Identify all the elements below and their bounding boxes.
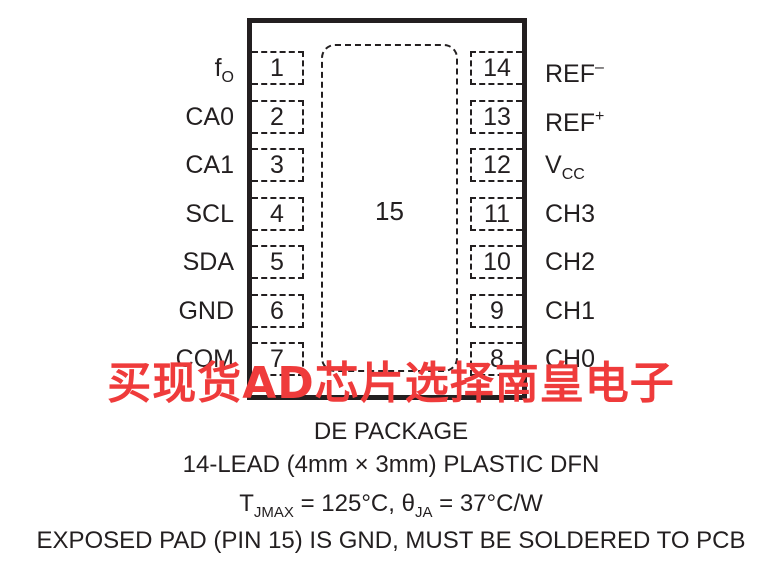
- signal-name: REF: [545, 60, 595, 88]
- pin-1-signal: fO: [215, 53, 234, 93]
- exposed-pad-note: EXPOSED PAD (PIN 15) IS GND, MUST BE SOL…: [36, 527, 746, 554]
- pin-8-pad: 8: [470, 342, 522, 376]
- pin-number: 1: [270, 54, 284, 82]
- pin-number: 4: [270, 199, 284, 228]
- pin-12-pad: 12: [470, 148, 522, 182]
- pin-number: 13: [483, 102, 511, 131]
- pin-13-pad: 13: [470, 99, 522, 134]
- pin-6-pad: 6: [252, 293, 304, 328]
- signal-name: CH0: [545, 345, 596, 373]
- signal-name: SCL: [185, 199, 234, 228]
- exposed-pad-number: 15: [375, 196, 404, 226]
- signal-name: COM: [175, 345, 234, 373]
- signal-name: CA1: [185, 151, 234, 179]
- pin-number: 2: [270, 102, 284, 131]
- theta-subscript: JA: [414, 504, 433, 521]
- pin-4-signal: SCL: [185, 199, 234, 229]
- pin-9-pad: 9: [470, 293, 522, 328]
- pin-8-signal: CH0: [545, 344, 595, 374]
- pin-number: 3: [270, 151, 284, 179]
- theta-value: = 37°C/W: [432, 490, 543, 517]
- signal-superscript: –: [595, 59, 604, 76]
- signal-subscript: CC: [561, 166, 585, 183]
- pin-number: 7: [270, 345, 284, 373]
- pin-number: 10: [483, 248, 511, 276]
- pin-1-pad: 1: [252, 51, 304, 85]
- pin-12-signal: VCC: [545, 150, 585, 190]
- pin-number: 12: [483, 151, 511, 179]
- signal-subscript: O: [221, 69, 234, 86]
- pin-5-pad: 5: [252, 245, 304, 279]
- pin-number: 5: [270, 248, 284, 276]
- pin-7-pad: 7: [252, 342, 304, 376]
- pin-3-pad: 3: [252, 148, 304, 182]
- pin-5-signal: SDA: [183, 247, 234, 277]
- pin-10-signal: CH2: [545, 247, 595, 277]
- package-description: 14-LEAD (4mm × 3mm) PLASTIC DFN: [182, 451, 600, 478]
- tj-value: = 125°C,: [293, 490, 402, 517]
- pin-14-pad: 14: [470, 51, 522, 85]
- tj-subscript: JMAX: [253, 504, 294, 521]
- pin-7-signal: COM: [176, 344, 234, 374]
- pin-number: 14: [483, 54, 511, 82]
- signal-name: CA0: [185, 102, 234, 131]
- pin-number: 11: [484, 199, 510, 228]
- pin-2-pad: 2: [252, 99, 304, 134]
- exposed-pad: [321, 44, 458, 372]
- package-name: DE PACKAGE: [313, 418, 469, 445]
- pin-2-signal: CA0: [185, 102, 234, 132]
- pin-10-pad: 10: [470, 245, 522, 279]
- signal-name: CH2: [545, 248, 596, 276]
- signal-name: SDA: [182, 248, 234, 276]
- theta-symbol: θ: [401, 490, 415, 517]
- pin-9-signal: CH1: [545, 296, 595, 326]
- pin-6-signal: GND: [178, 296, 234, 326]
- pin-4-pad: 4: [252, 196, 304, 231]
- thermal-spec: TJMAX = 125°C, θJA = 37°C/W: [0, 489, 782, 528]
- pin-3-signal: CA1: [185, 150, 234, 180]
- watermark-text: 买现货AD芯片选择南皇电子: [107, 358, 675, 409]
- signal-name: V: [545, 151, 562, 179]
- signal-name: CH3: [545, 199, 596, 228]
- signal-name: REF: [545, 108, 595, 137]
- package-outline: [247, 18, 527, 400]
- pin-number: 6: [270, 296, 284, 325]
- tj-symbol: T: [239, 490, 254, 517]
- pin-11-signal: CH3: [545, 199, 595, 229]
- pin-11-pad: 11: [470, 196, 522, 231]
- signal-name: f: [214, 54, 222, 82]
- pin-number: 8: [490, 345, 504, 373]
- pin-number: 9: [490, 296, 504, 325]
- pin-14-signal: REF–: [545, 53, 604, 89]
- signal-superscript: +: [595, 107, 605, 125]
- pin-13-signal: REF+: [545, 102, 604, 138]
- signal-name: CH1: [545, 296, 596, 325]
- signal-name: GND: [178, 296, 234, 325]
